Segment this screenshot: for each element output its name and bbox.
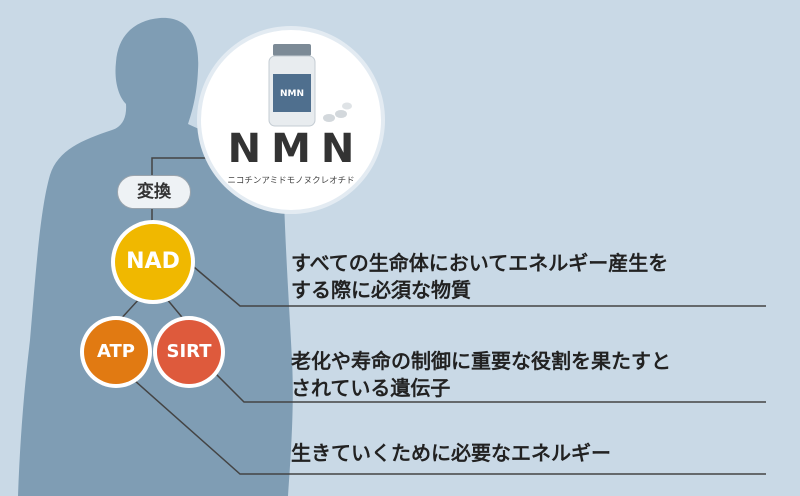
sirt-description: 老化や寿命の制御に重要な役割を果たすと されている遺伝子 [291, 348, 671, 402]
nad-node: NAD [115, 224, 191, 300]
atp-description: 生きていくために必要なエネルギー [291, 440, 611, 467]
sirt-description-line: されている遺伝子 [291, 376, 451, 400]
atp-description-line: 生きていくために必要なエネルギー [291, 441, 611, 465]
leader-atp [133, 379, 766, 475]
connector-nmn-to-convert [151, 157, 210, 175]
sirt-description-line: 老化や寿命の制御に重要な役割を果たすと [291, 349, 671, 373]
sirt-node: SIRT [157, 320, 221, 384]
supplement-bottle-icon: NMN [268, 44, 352, 127]
connector-nad-to-atp [117, 297, 141, 323]
leader-sirt [213, 371, 766, 403]
atp-node: ATP [84, 320, 148, 384]
nad-description-line: する際に必須な物質 [291, 278, 471, 302]
bottle-label: NMN [280, 89, 304, 99]
nmn-product-circle: NMN NMN ニコチンアミドモノヌクレオチド [201, 30, 381, 210]
connector-nad-to-sirt [165, 297, 187, 323]
nmn-reading: ニコチンアミドモノヌクレオチド [227, 176, 355, 186]
nad-description-line: すべての生命体においてエネルギー産生を [291, 251, 669, 275]
nmn-title: NMN [227, 126, 365, 172]
leader-nad [187, 261, 766, 307]
conversion-badge: 変換 [117, 175, 191, 209]
nad-description: すべての生命体においてエネルギー産生を する際に必須な物質 [291, 250, 668, 304]
